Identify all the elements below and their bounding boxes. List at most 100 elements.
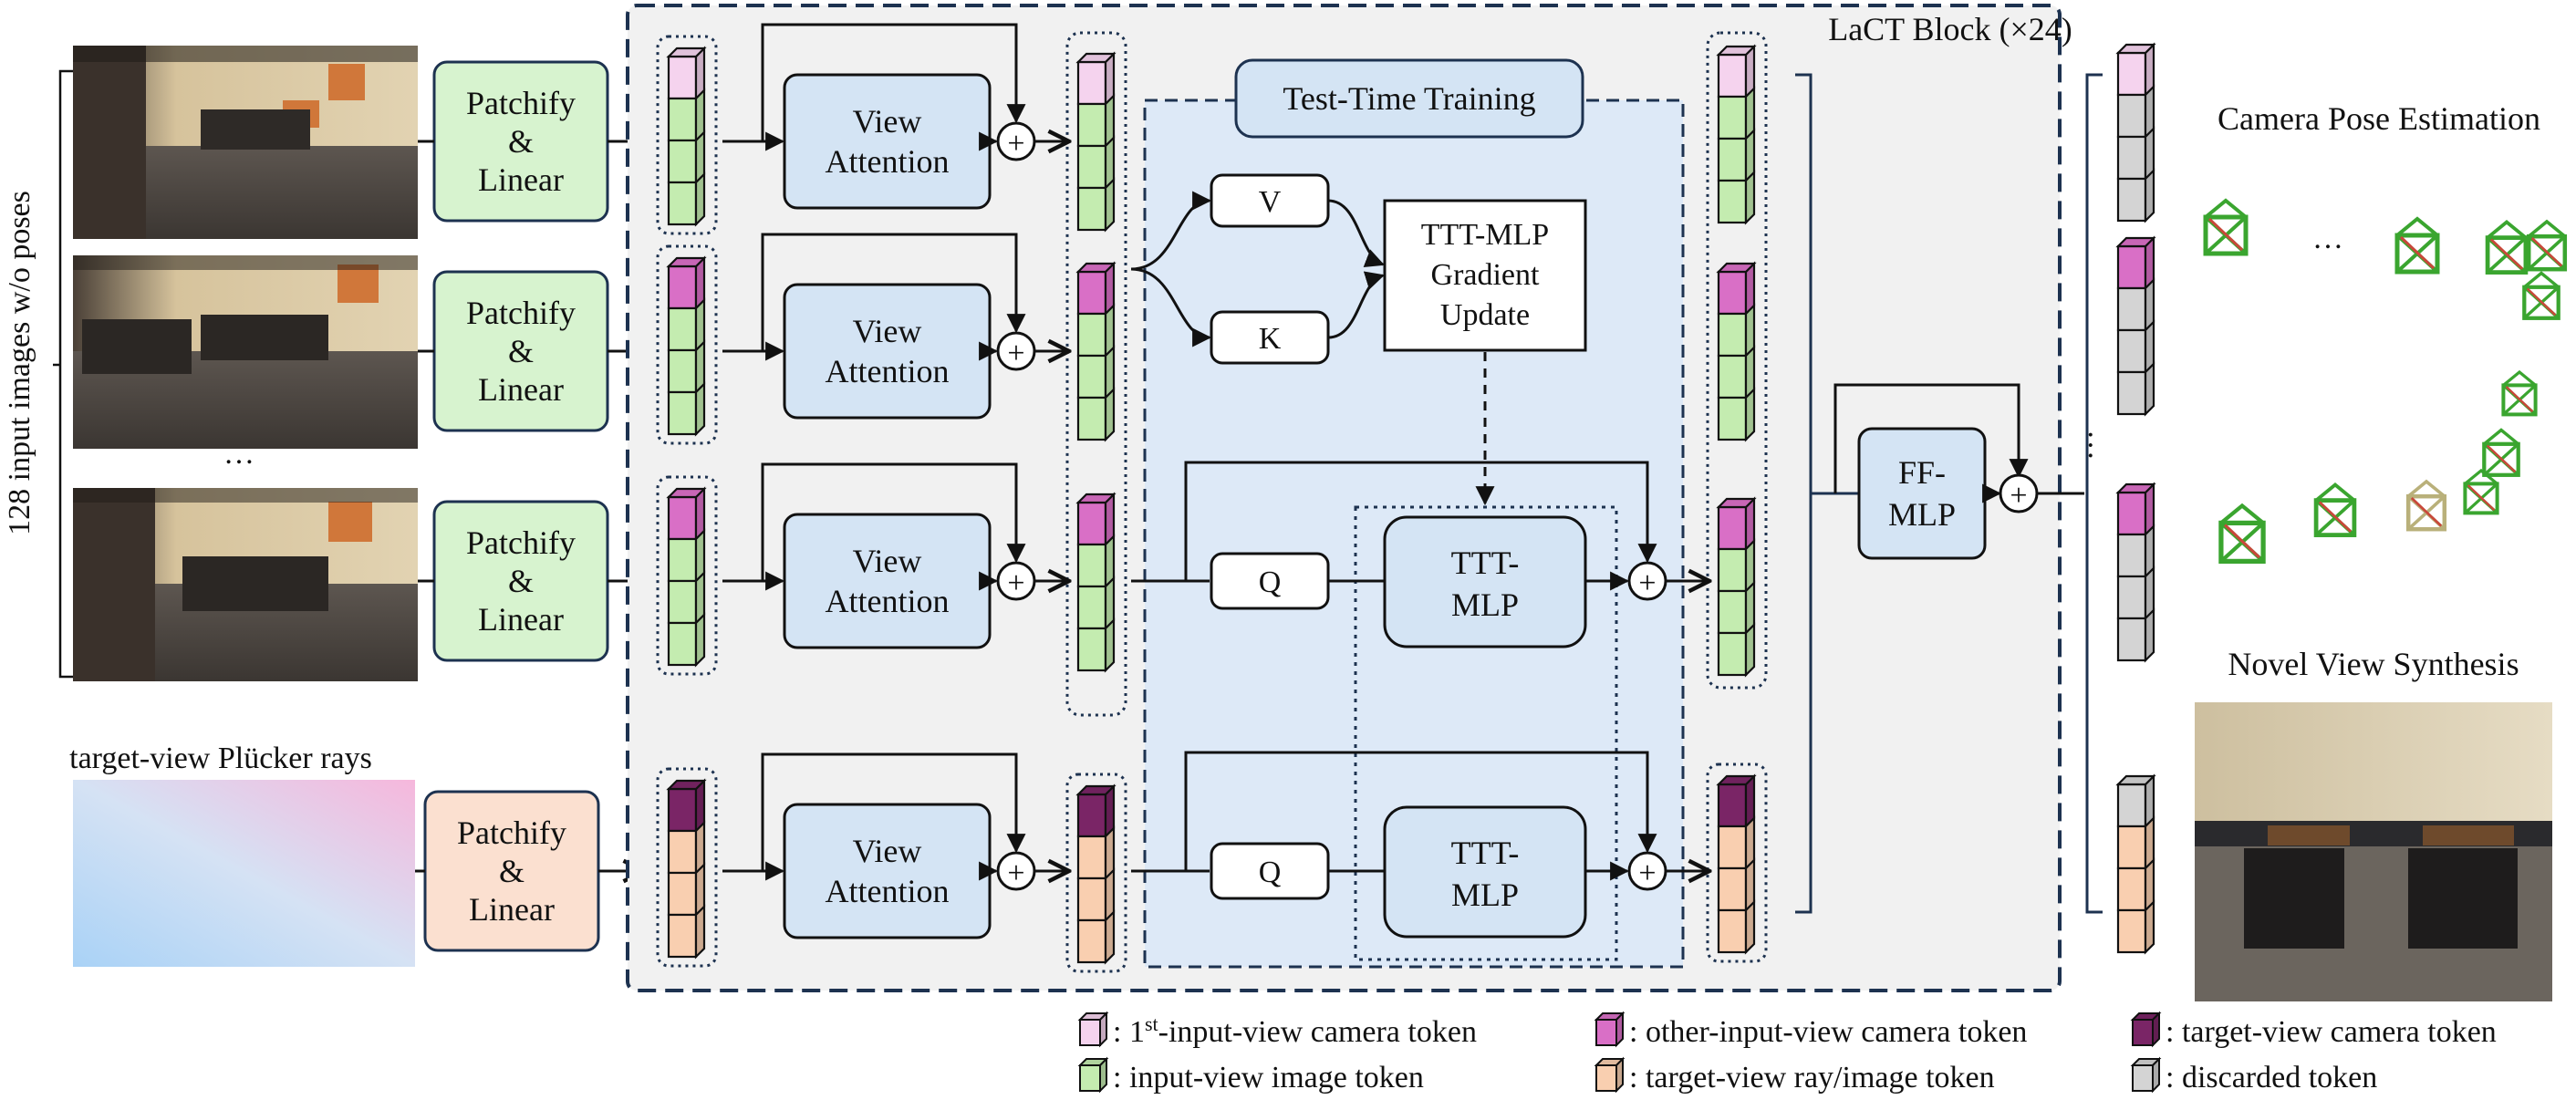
mid-token-stack-1-camera-token — [1075, 51, 1117, 107]
input-token-stack-1-token-3 — [667, 171, 706, 227]
mid-token-stack-4-token-2 — [1076, 867, 1116, 923]
ttt-row-target-q-box: Q — [1210, 842, 1330, 900]
legend-ray-token-swatch — [1594, 1056, 1626, 1094]
input-token-stack-3-camera-token — [666, 486, 707, 542]
gradient-update-line1: TTT-MLP — [1421, 218, 1549, 252]
view-attention-line1: View — [853, 103, 922, 140]
ttt-row-target-residual — [1184, 751, 1657, 871]
patchify-line3: Linear — [478, 161, 564, 198]
gradient-update-line3: Update — [1440, 298, 1530, 332]
mid-token-stack-4-camera-token — [1075, 783, 1117, 839]
camera-frustum-8 — [2463, 468, 2499, 515]
input-token-stack-3-token-3 — [667, 612, 706, 668]
va-residual-4 — [761, 752, 1026, 871]
legend-first-cam-label: : 1st-input-view camera token — [1113, 1012, 1477, 1049]
view-attention-line1: View — [853, 313, 922, 349]
output-stack-other-2-token-1 — [2116, 524, 2155, 579]
gradient-update-line2: Gradient — [1431, 258, 1541, 292]
mid-token-stack-2-token-1 — [1076, 303, 1116, 358]
va-plus-1-sign: + — [1007, 127, 1024, 161]
legend-discarded-label: : discarded token — [2166, 1061, 2377, 1094]
patchify-line2: & — [508, 123, 534, 160]
patchify-line3: Linear — [478, 601, 564, 638]
ttt-row-input-plus-sign: + — [1638, 566, 1656, 600]
plucker-rays-image — [73, 780, 415, 967]
mid-token-stack-4-token-3 — [1076, 909, 1116, 965]
mid-token-stack-3-token-1 — [1076, 534, 1116, 589]
view-attention-line1: View — [853, 833, 922, 869]
ff-mlp-line1: FF- — [1898, 454, 1946, 491]
view-attention-line2: Attention — [826, 143, 950, 180]
view-attention-line2: Attention — [826, 353, 950, 389]
output-stack-first — [2115, 42, 2156, 223]
ttt-row-input-ttt-mlp-box: TTT-MLP — [1383, 515, 1587, 648]
output-stack-other-2-token-3 — [2116, 607, 2155, 663]
input-token-stack-2-token-2 — [667, 339, 706, 395]
mid-token-stack-4 — [1065, 773, 1127, 973]
post-ttt-token-stack-2-camera-token — [1716, 261, 1757, 316]
mid-token-stack-1-token-3 — [1076, 177, 1116, 233]
input-token-stack-3-token-2 — [667, 570, 706, 626]
post-ttt-stack-frame — [1706, 31, 1768, 690]
camera-pose-ellipsis-v: … — [2082, 430, 2115, 461]
mid-token-stack-3 — [1075, 492, 1117, 673]
lact-block-title: LaCT Block (×24) — [1828, 11, 2072, 47]
output-stack-first-token-1 — [2116, 84, 2155, 140]
output-bracket — [2085, 73, 2103, 914]
ff-mlp-box — [1857, 427, 1987, 560]
post-ttt-token-stack-4 — [1706, 762, 1768, 963]
mid-token-stack-3-token-2 — [1076, 576, 1116, 631]
post-ttt-token-stack-3-token-3 — [1717, 622, 1756, 678]
ttt-row-target-plus-sign: + — [1638, 856, 1656, 890]
mid-token-stack-1-token-1 — [1076, 93, 1116, 149]
camera-frustum-7 — [2482, 428, 2520, 477]
va-residual-3 — [761, 462, 1026, 581]
patchify-line3: Linear — [478, 371, 564, 408]
camera-pose-title: Camera Pose Estimation — [2218, 100, 2540, 137]
output-stack-target-token-2 — [2116, 857, 2155, 913]
patchify-box-3: Patchify&Linear — [432, 500, 609, 662]
ttt-mlp-line1: TTT- — [1451, 545, 1520, 581]
input-image-1 — [73, 46, 418, 239]
to-v-arrow — [1130, 191, 1212, 271]
post-ttt-token-stack-3-camera-token — [1716, 496, 1757, 552]
ff-residual — [1833, 383, 2029, 493]
output-stack-other-2-camera-token — [2115, 482, 2156, 537]
nvs-image — [2195, 702, 2552, 1001]
output-stack-target — [2115, 773, 2156, 955]
input-token-stack-2 — [656, 244, 718, 445]
va-residual-2 — [761, 233, 1026, 351]
ttt-row-input-residual — [1184, 461, 1657, 581]
to-k-arrow — [1130, 267, 1212, 348]
input-image-3 — [73, 488, 418, 681]
ttt-row-target-ttt-mlp-box: TTT- MLP — [1383, 805, 1587, 939]
legend-target-cam-swatch — [2130, 1011, 2162, 1048]
patchify-line3: Linear — [469, 891, 555, 928]
ttt-mlp-dotted-region — [1354, 505, 1618, 961]
mid-token-stack-2 — [1075, 261, 1117, 442]
view-attention-line2: Attention — [826, 873, 950, 909]
mid-token-stack-3-token-3 — [1076, 617, 1116, 673]
input-token-stack-1-token-2 — [667, 130, 706, 185]
input-images-ellipsis: … — [223, 437, 254, 471]
ttt-title: Test-Time Training — [1283, 80, 1535, 117]
output-stack-target-token-1 — [2116, 815, 2155, 871]
camera-frustum-4 — [2526, 219, 2568, 272]
post-ttt-token-stack-1-token-2 — [1717, 128, 1756, 183]
mid-token-stack-2-token-2 — [1076, 345, 1116, 400]
ttt-mlp-line2: MLP — [1451, 877, 1519, 913]
post-ttt-token-stack-1 — [1716, 44, 1757, 225]
mid-token-stack-2-token-3 — [1076, 387, 1116, 442]
output-stack-other-token-3 — [2116, 361, 2155, 417]
q-label: Q — [1259, 565, 1282, 599]
ttt-mlp-line1: TTT- — [1451, 835, 1520, 871]
input-token-stack-3-token-1 — [667, 528, 706, 584]
output-stack-other-token-1 — [2116, 277, 2155, 333]
patchify-line2: & — [508, 333, 534, 369]
post-ttt-token-stack-1-camera-token — [1716, 44, 1757, 99]
mid-stack-frame — [1065, 31, 1127, 717]
output-stack-first-camera-token — [2115, 42, 2156, 98]
